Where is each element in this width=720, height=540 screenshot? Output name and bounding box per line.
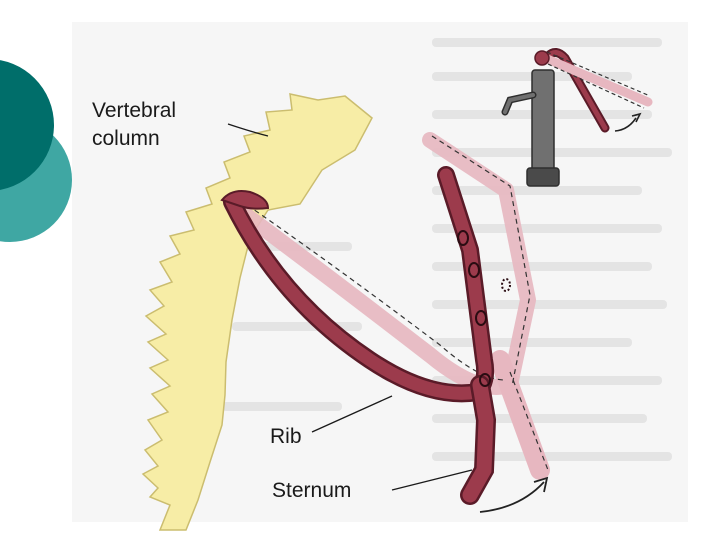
- motion-arrow-icon: [480, 478, 547, 512]
- vertebral-column-label-line2: column: [92, 127, 160, 150]
- rib-label: Rib: [270, 425, 302, 448]
- sternum-label: Sternum: [272, 479, 351, 502]
- rib-leader-line: [312, 396, 392, 432]
- sternum-leader-line: [392, 470, 472, 490]
- sternum-shadow-position: [500, 360, 540, 470]
- vertebral-column-label-line1: Vertebral: [92, 99, 176, 122]
- pump-handle-icon: [505, 51, 650, 186]
- vertebral-leader-line: [228, 124, 268, 136]
- vertebral-column: [143, 94, 372, 530]
